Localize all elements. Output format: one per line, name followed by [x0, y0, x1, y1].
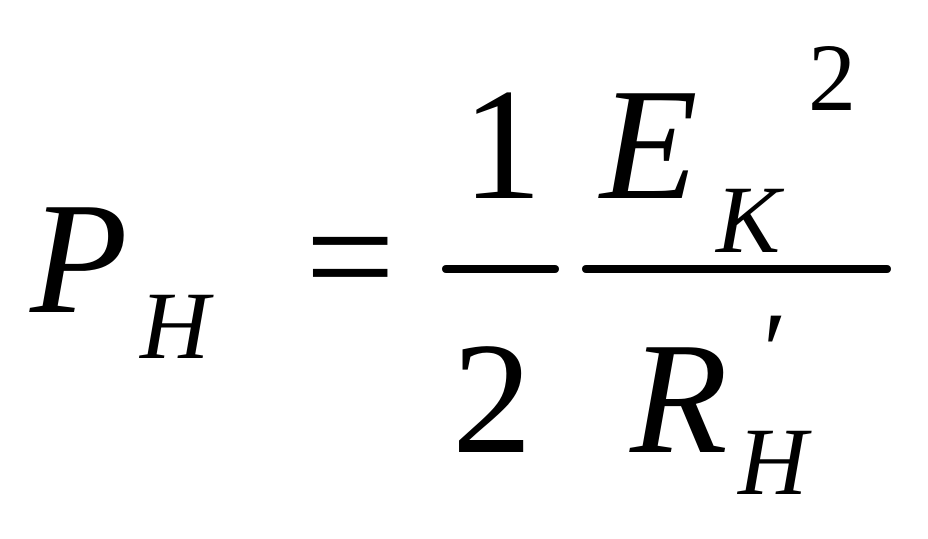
fraction2-numerator-subscript: K — [716, 166, 781, 273]
fraction2-denominator-subscript: H — [738, 408, 808, 515]
fraction1-bar — [442, 265, 559, 273]
fraction2-denominator-prime: ′ — [756, 290, 781, 412]
fraction2-denominator-symbol: R — [630, 309, 728, 487]
fraction2-bar — [582, 265, 891, 273]
lhs-subscript: H — [140, 272, 210, 379]
fraction1-denominator: 2 — [452, 309, 532, 487]
lhs-symbol: P — [30, 169, 128, 347]
equals-sign: = — [305, 167, 396, 345]
fraction2-numerator-exponent: 2 — [808, 24, 856, 131]
fraction2-numerator-symbol: E — [600, 55, 698, 233]
fraction1-numerator: 1 — [462, 55, 542, 233]
